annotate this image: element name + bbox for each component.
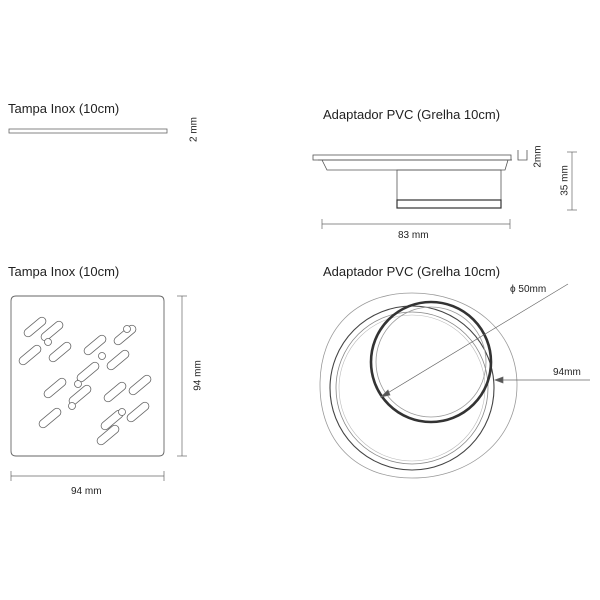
plate-side-view	[8, 128, 168, 134]
top-left-title: Tampa Inox (10cm)	[8, 101, 120, 116]
grate-slots	[18, 316, 152, 446]
adapter-lip-height-label: 2mm	[532, 145, 544, 168]
grate-width-dimension	[10, 471, 165, 481]
adapter-height-dimension	[567, 151, 577, 211]
plate-thickness-label: 2 mm	[188, 117, 200, 142]
adapter-width-dimension	[321, 219, 511, 229]
top-right-title: Adaptador PVC (Grelha 10cm)	[323, 107, 501, 122]
grate-width-label: 94 mm	[71, 486, 102, 497]
adapter-top-view	[319, 292, 518, 479]
adapter-height-label: 35 mm	[559, 165, 571, 196]
width-leader	[494, 376, 590, 384]
grate-height-dimension	[177, 295, 187, 457]
adapter-top-width-label: 94mm	[553, 367, 581, 378]
bottom-left-title: Tampa Inox (10cm)	[8, 264, 120, 279]
bottom-right-title: Adaptador PVC (Grelha 10cm)	[323, 264, 501, 279]
grate-height-label: 94 mm	[192, 360, 204, 391]
adapter-width-label: 83 mm	[398, 230, 429, 241]
diameter-label: ϕ 50mm	[510, 284, 547, 295]
grate-top-view	[10, 295, 165, 457]
adapter-side-view	[312, 150, 528, 209]
diameter-leader	[379, 283, 569, 398]
